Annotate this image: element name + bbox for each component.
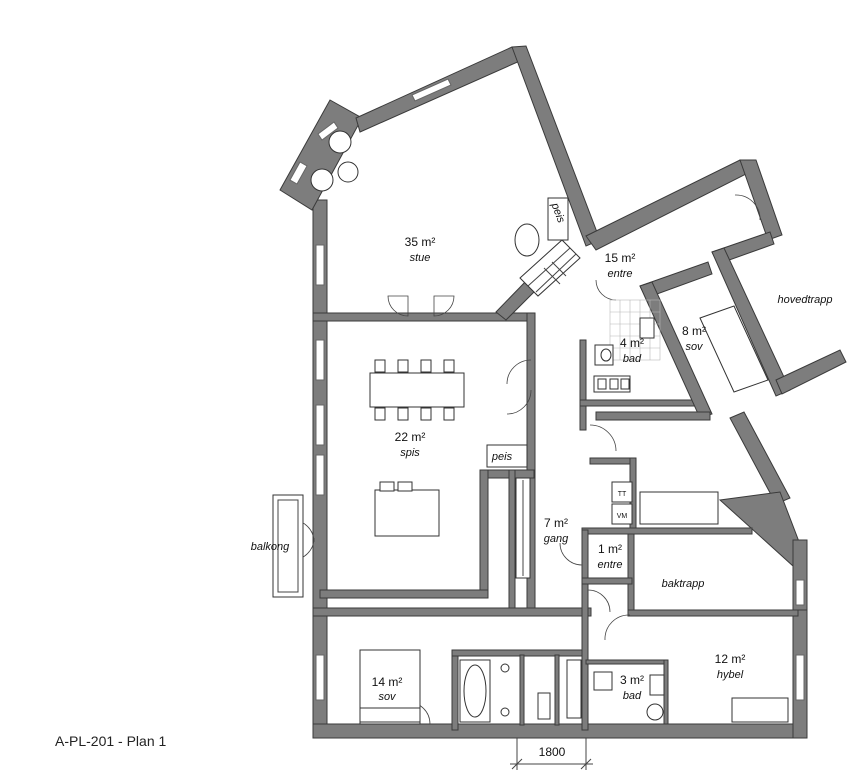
room-area-stue: 35 m² xyxy=(405,235,436,249)
label-balkong: balkong xyxy=(251,541,290,553)
room-area-sov1: 8 m² xyxy=(682,324,706,338)
spis-furniture xyxy=(369,359,528,537)
room-name-sov2: sov xyxy=(378,691,397,703)
room-area-gang: 7 m² xyxy=(544,516,568,530)
room-area-spis: 22 m² xyxy=(395,430,426,444)
room-name-entre: entre xyxy=(607,268,632,280)
room-name-sov1: sov xyxy=(685,341,704,353)
stairs xyxy=(515,239,581,579)
label-vm: VM xyxy=(617,513,628,520)
room-name-stue: stue xyxy=(410,252,431,264)
room-name-spis: spis xyxy=(400,447,420,459)
label-hovedtrapp: hovedtrapp xyxy=(777,294,832,306)
drawing-title: A-PL-201 - Plan 1 xyxy=(55,733,167,749)
room-name-bad2: bad xyxy=(623,690,642,702)
windows xyxy=(289,78,805,701)
room-name-entre2: entre xyxy=(597,559,622,571)
room-area-bad2: 3 m² xyxy=(620,673,644,687)
room-area-bad1: 4 m² xyxy=(620,336,644,350)
room-name-gang: gang xyxy=(544,533,569,545)
exterior-walls xyxy=(279,45,847,739)
stue-furniture xyxy=(310,130,569,257)
room-name-bad1: bad xyxy=(623,353,642,365)
balcony xyxy=(272,494,304,598)
interior-walls xyxy=(312,245,799,731)
sov1-bed xyxy=(699,305,769,393)
label-peis-spis: peis xyxy=(491,451,513,463)
dimension-value: 1800 xyxy=(539,745,566,759)
laundry xyxy=(611,481,719,525)
label-baktrapp: baktrapp xyxy=(662,578,705,590)
room-area-entre2: 1 m² xyxy=(598,542,622,556)
bad1-fixtures xyxy=(593,299,661,393)
lower-fixtures xyxy=(359,649,789,725)
room-name-hybel: hybel xyxy=(717,669,744,681)
dimension-line xyxy=(510,738,593,770)
room-area-hybel: 12 m² xyxy=(715,652,746,666)
room-area-entre: 15 m² xyxy=(605,251,636,265)
room-area-sov2: 14 m² xyxy=(372,675,403,689)
label-tt: TT xyxy=(618,491,627,498)
